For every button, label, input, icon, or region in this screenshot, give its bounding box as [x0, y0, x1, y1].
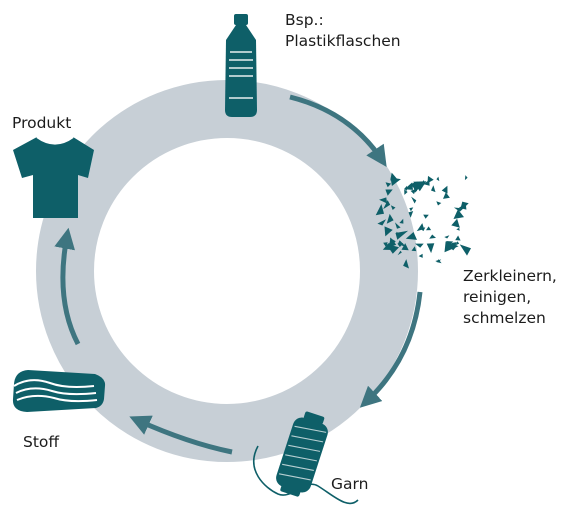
shredded-plastic-icon [375, 172, 471, 269]
shred-label: Zerkleinern, reinigen, schmelzen [463, 266, 557, 329]
fabric-label: Stoff [23, 433, 60, 451]
shred-label-line2: reinigen, [463, 288, 532, 306]
bottle-label-line2: Plastikflaschen [285, 32, 401, 50]
tshirt-icon [13, 136, 94, 218]
plastic-bottle-icon [225, 14, 257, 117]
yarn-label: Garn [331, 475, 369, 493]
bottle-label: Bsp.: Plastikflaschen [285, 10, 401, 52]
product-label: Produkt [12, 114, 72, 132]
shred-label-line1: Zerkleinern, [463, 267, 557, 285]
bottle-label-line1: Bsp.: [285, 11, 324, 29]
arrow-shred-to-yarn [359, 291, 423, 408]
yarn-spool-icon [252, 411, 359, 505]
arrow-bottle-to-shred [289, 94, 387, 167]
shred-label-line3: schmelzen [463, 309, 546, 327]
cycle-ring [36, 80, 418, 462]
arrow-fabric-to-product [54, 227, 81, 346]
arrow-yarn-to-fabric [129, 415, 233, 455]
folded-fabric-icon [12, 370, 106, 412]
